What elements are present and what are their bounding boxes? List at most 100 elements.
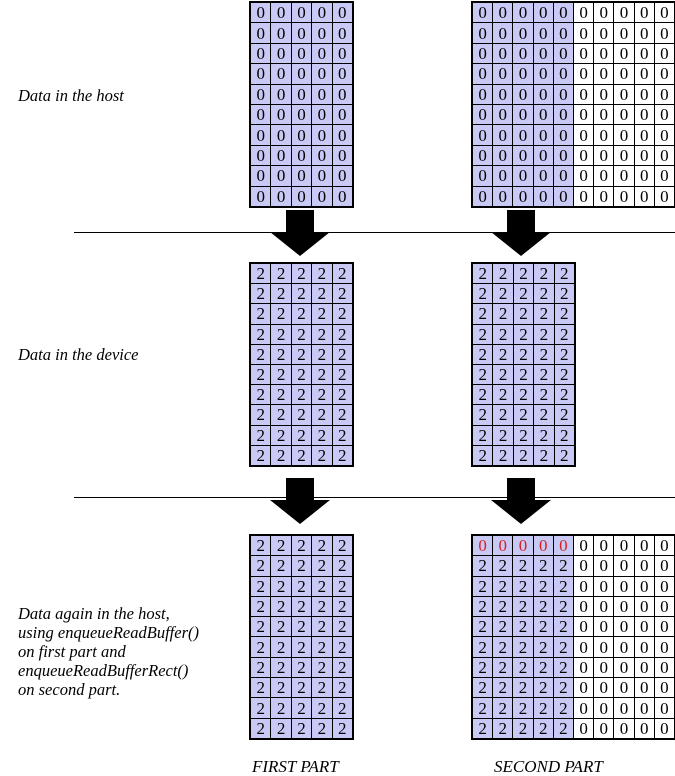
grid-cell: 0 — [634, 556, 654, 576]
grid-cell: 0 — [312, 23, 332, 43]
grid-cell: 0 — [271, 84, 291, 104]
grid-cell: 0 — [614, 23, 634, 43]
grid-cell: 2 — [291, 718, 312, 738]
grid-cell: 0 — [513, 43, 533, 64]
grid-cell: 0 — [614, 166, 634, 186]
grid-cell: 0 — [251, 43, 271, 64]
grid-cell: 0 — [594, 657, 614, 678]
grid-cell: 0 — [654, 3, 674, 23]
grid-cell: 0 — [533, 84, 553, 104]
grid-cell: 0 — [493, 3, 513, 23]
label-data-in-host: Data in the host — [18, 86, 124, 105]
grid-cell: 2 — [312, 284, 332, 304]
grid-cell: 0 — [473, 104, 493, 125]
grid-cell: 2 — [473, 698, 493, 718]
grid-cell: 2 — [513, 718, 533, 738]
grid-cell: 2 — [312, 617, 332, 637]
grid-cell: 0 — [271, 166, 291, 186]
grid-cell: 0 — [553, 64, 573, 84]
grid-cell: 0 — [473, 125, 493, 145]
grid-cell: 0 — [614, 678, 634, 698]
grid-cell: 0 — [574, 637, 594, 657]
grid-cell: 2 — [291, 284, 312, 304]
grid-cell: 2 — [291, 425, 312, 445]
grid-cell: 0 — [634, 657, 654, 678]
grid-cell: 2 — [312, 304, 332, 324]
grid-cell: 2 — [251, 304, 271, 324]
grid-cell: 2 — [271, 284, 291, 304]
grid-cell: 0 — [654, 84, 674, 104]
grid-cell: 0 — [291, 3, 312, 23]
grid-cell: 2 — [271, 617, 291, 637]
grid-cell: 0 — [634, 3, 654, 23]
grid-cell: 0 — [634, 596, 654, 617]
arrow-down-icon — [491, 478, 551, 524]
grid-cell: 2 — [513, 678, 533, 698]
grid-cell: 2 — [493, 556, 513, 576]
grid-cell: 2 — [271, 698, 291, 718]
grid-cell: 2 — [513, 425, 534, 445]
grid-cell: 0 — [291, 104, 312, 125]
grid-cell: 2 — [332, 264, 352, 284]
grid-cell: 0 — [654, 576, 674, 596]
grid-cell: 0 — [332, 125, 352, 145]
grid-cell: 0 — [312, 104, 332, 125]
grid-cell: 2 — [493, 657, 513, 678]
grid-cell: 2 — [534, 405, 554, 425]
grid-cell: 0 — [493, 186, 513, 206]
grid-cell: 0 — [473, 3, 493, 23]
grid-cell: 2 — [332, 284, 352, 304]
grid-cell: 2 — [312, 425, 332, 445]
label-line: on second part. — [18, 680, 121, 699]
grid-cell: 2 — [312, 344, 332, 364]
grid-cell: 2 — [271, 365, 291, 385]
grid-cell: 0 — [251, 84, 271, 104]
grid-cell: 2 — [554, 425, 574, 445]
grid-cell: 0 — [553, 186, 573, 206]
grid-cell: 2 — [291, 596, 312, 617]
grid-cell: 2 — [493, 596, 513, 617]
grid-cell: 2 — [493, 405, 513, 425]
grid-cell: 2 — [533, 596, 553, 617]
grid-cell: 2 — [251, 536, 271, 556]
grid-cell: 0 — [594, 145, 614, 166]
grid-cell: 0 — [634, 536, 654, 556]
grid-cell: 2 — [271, 425, 291, 445]
grid-cell: 2 — [332, 718, 352, 738]
grid-cell: 0 — [594, 64, 614, 84]
grid-cell: 2 — [291, 324, 312, 344]
grid-cell: 2 — [513, 596, 533, 617]
grid-cell: 2 — [533, 637, 553, 657]
grid-cell: 2 — [554, 385, 574, 405]
grid-cell: 0 — [493, 145, 513, 166]
grid-cell: 0 — [614, 43, 634, 64]
grid-cell: 2 — [271, 536, 291, 556]
grid-cell: 0 — [493, 536, 513, 556]
grid-cell: 0 — [614, 596, 634, 617]
grid-cell: 0 — [553, 104, 573, 125]
grid-cell: 0 — [614, 145, 634, 166]
grid-cell: 0 — [332, 43, 352, 64]
grid-cell: 2 — [251, 576, 271, 596]
grid-cell: 0 — [634, 23, 654, 43]
grid-cell: 2 — [251, 617, 271, 637]
grid-cell: 0 — [614, 556, 634, 576]
grid-cell: 2 — [251, 657, 271, 678]
grid-cell: 2 — [473, 304, 493, 324]
grid-cell: 2 — [291, 365, 312, 385]
grid-cell: 2 — [513, 445, 534, 465]
grid-cell: 2 — [291, 536, 312, 556]
grid-cell: 2 — [271, 304, 291, 324]
grid-cell: 2 — [513, 405, 534, 425]
grid-cell: 2 — [534, 425, 554, 445]
grid-cell: 2 — [271, 576, 291, 596]
grid-cell: 0 — [654, 556, 674, 576]
grid-cell: 0 — [654, 536, 674, 556]
grid-cell: 2 — [473, 405, 493, 425]
grid-cell: 0 — [271, 104, 291, 125]
grid-cell: 0 — [614, 617, 634, 637]
grid-cell: 2 — [534, 264, 554, 284]
grid-cell: 2 — [493, 718, 513, 738]
grid-cell: 2 — [332, 637, 352, 657]
